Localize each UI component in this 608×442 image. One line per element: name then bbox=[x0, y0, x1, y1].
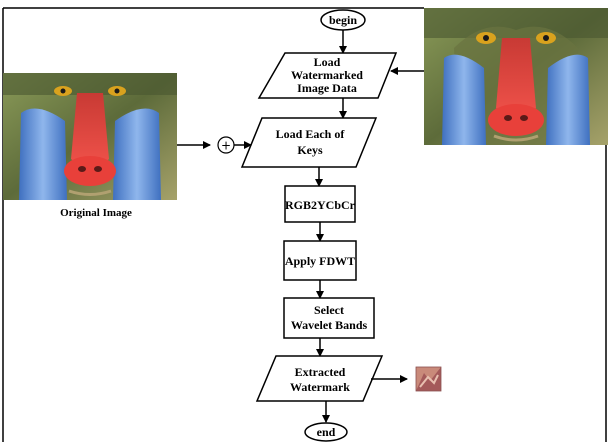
watermarked-image bbox=[424, 8, 608, 146]
extracted-watermark-image bbox=[415, 366, 442, 392]
end-label: end bbox=[317, 425, 336, 439]
load-keys-line-2: Keys bbox=[297, 143, 323, 157]
end-terminal bbox=[304, 422, 348, 442]
load-watermarked-line-2: Watermarked bbox=[291, 68, 363, 82]
extracted-line-2: Watermark bbox=[290, 380, 350, 394]
rgb2ycbcr-label: RGB2YCbCr bbox=[285, 198, 356, 212]
original-image bbox=[3, 73, 177, 200]
load-keys-node bbox=[240, 117, 378, 168]
select-bands-node bbox=[283, 297, 375, 339]
rgb2ycbcr-node bbox=[284, 185, 356, 223]
load-watermarked-line-3: Image Data bbox=[297, 81, 357, 95]
select-bands-line-1: Select bbox=[314, 303, 344, 317]
extracted-line-1: Extracted bbox=[295, 365, 346, 379]
select-bands-line-2: Wavelet Bands bbox=[291, 318, 368, 332]
load-watermarked-node bbox=[257, 52, 398, 99]
original-image-caption: Original Image bbox=[60, 207, 132, 219]
apply-fdwt-node bbox=[283, 240, 357, 281]
extracted-watermark-node bbox=[255, 355, 384, 402]
apply-fdwt-label: Apply FDWT bbox=[285, 254, 355, 268]
begin-label: begin bbox=[329, 13, 357, 27]
combine-plus-symbol: + bbox=[221, 139, 231, 153]
load-keys-line-1: Load Each of bbox=[276, 127, 346, 141]
load-watermarked-line-1: Load bbox=[314, 55, 341, 69]
